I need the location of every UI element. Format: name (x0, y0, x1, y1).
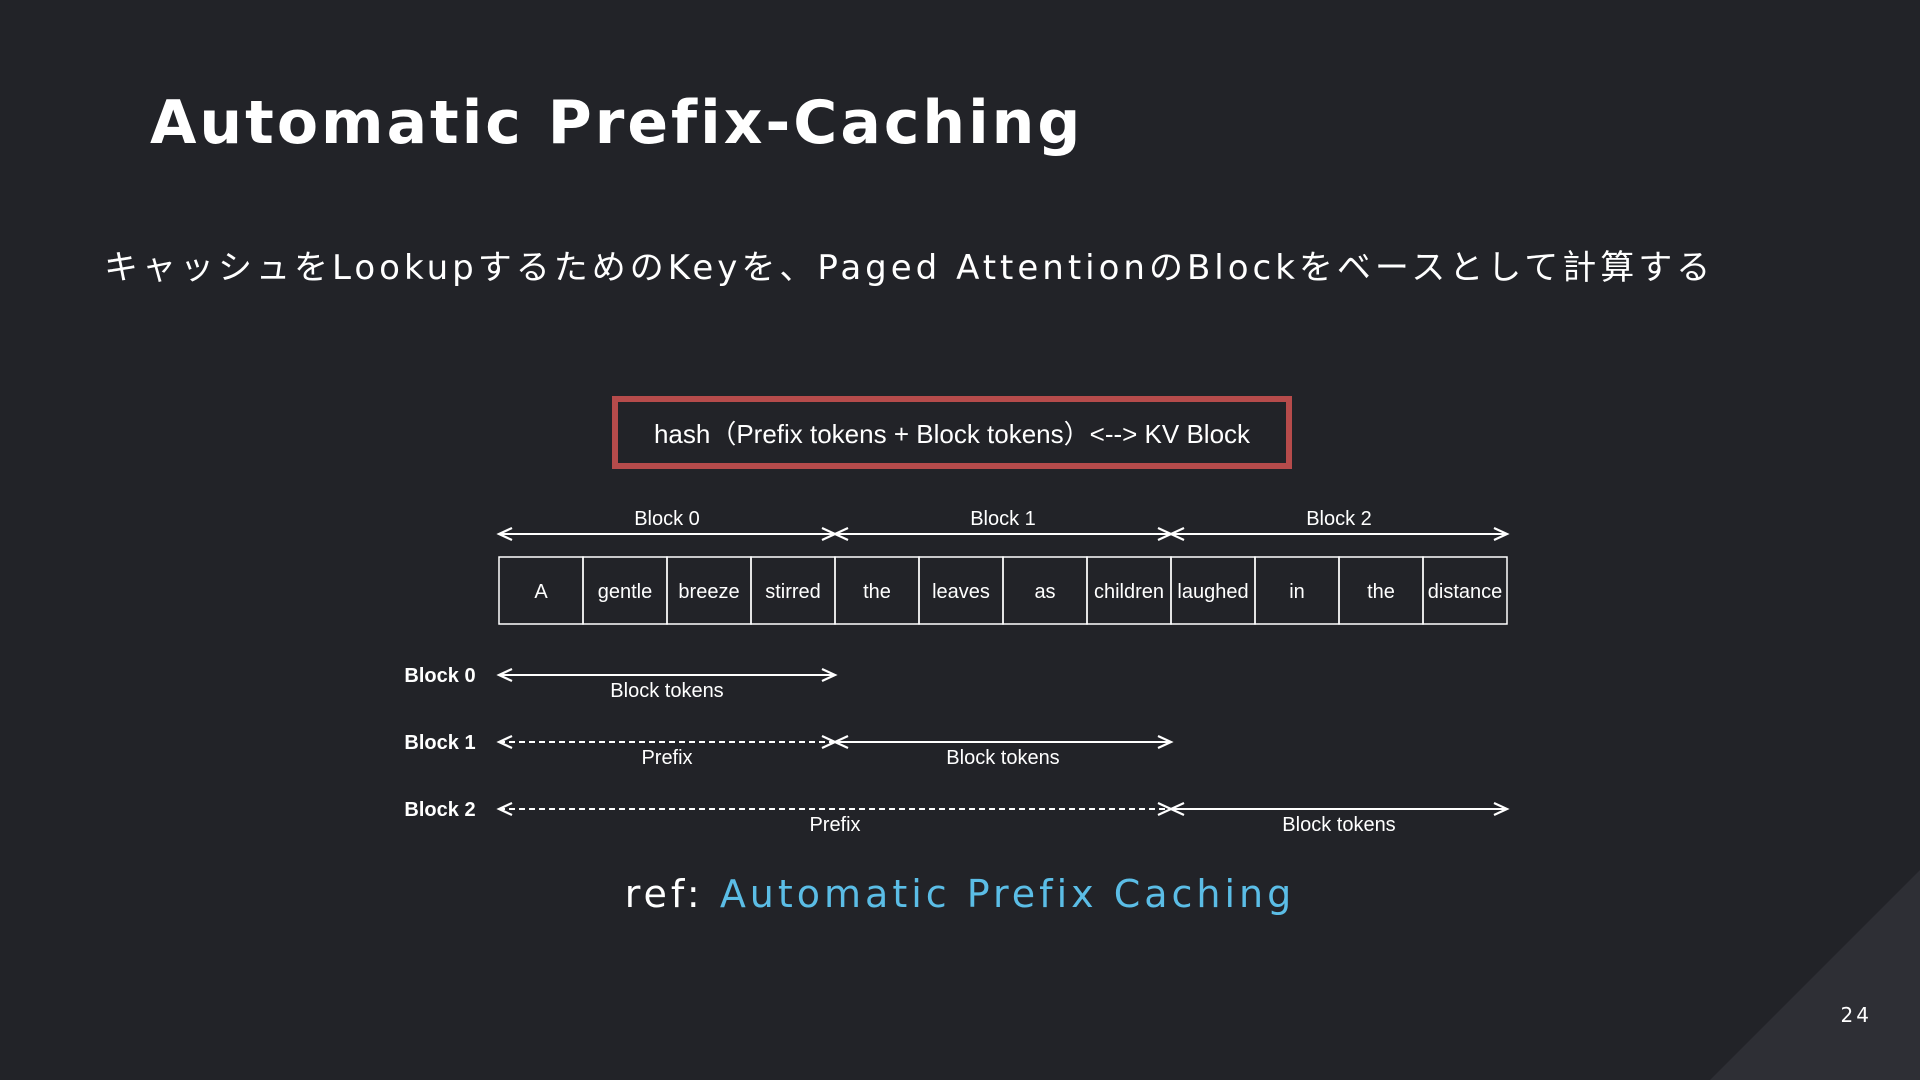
block-header-0-label: Block 0 (634, 508, 700, 530)
block-tokens-arrow-block-2-left-head (1168, 802, 1185, 816)
block-tokens-label-block-0: Block tokens (610, 680, 723, 702)
token-text-8: laughed (1177, 581, 1248, 603)
ref-prefix: ref: (624, 872, 720, 916)
reference: ref: Automatic Prefix Caching (0, 872, 1920, 916)
token-text-4: the (863, 581, 891, 603)
block-header-2-arrow (1168, 527, 1510, 541)
block-header-1-label: Block 1 (970, 508, 1036, 530)
block-tokens-arrow-block-1-left-head (832, 735, 849, 749)
block-tokens-label-block-1: Block tokens (946, 747, 1059, 769)
block-tokens-arrow-block-0-left-head (496, 668, 513, 682)
hash-formula-box (612, 396, 1292, 469)
slide-title: Automatic Prefix-Caching (150, 88, 1084, 158)
block-tokens-arrow-block-2 (1168, 802, 1510, 816)
block-headers: Block 0 Block 1 Block 2 (496, 508, 1510, 541)
block-tokens-arrow-block-1-right-head (1157, 735, 1174, 749)
token-text-1: gentle (598, 581, 653, 603)
token-cell-11 (1422, 556, 1508, 625)
block-header-2-arrow-left-head (1168, 527, 1185, 541)
block-tokens-arrow-block-0-right-head (821, 668, 838, 682)
block-tokens-arrow-block-2-right-head (1493, 802, 1510, 816)
page-number: 24 (1840, 1003, 1872, 1027)
token-text-0: A (534, 581, 548, 603)
block-header-2-label: Block 2 (1306, 508, 1372, 530)
token-text-2: breeze (678, 581, 739, 603)
token-text-6: as (1034, 581, 1055, 603)
token-text-3: stirred (765, 581, 821, 603)
token-text-9: in (1289, 581, 1305, 603)
token-text-10: the (1367, 581, 1395, 603)
block-tokens-label-block-2: Block tokens (1282, 814, 1395, 836)
block-tokens-arrow-block-1 (832, 735, 1174, 749)
prefix-label-block-2: Prefix (809, 814, 860, 836)
token-text-11: distance (1428, 581, 1503, 603)
row-label-block-1: Block 1 (404, 732, 475, 754)
slide-subtitle: キャッシュをLookupするためのKeyを、Paged AttentionのBl… (104, 248, 1715, 288)
row-label-block-2: Block 2 (404, 799, 475, 821)
corner-decoration (1710, 870, 1920, 1080)
token-text-5: leaves (932, 581, 990, 603)
ref-link[interactable]: Automatic Prefix Caching (719, 872, 1296, 916)
row-label-block-0: Block 0 (404, 665, 475, 687)
block-header-2-arrow-right-head (1493, 527, 1510, 541)
prefix-label-block-1: Prefix (641, 747, 692, 769)
block-header-0-arrow-left-head (496, 527, 513, 541)
prefix-arrow-block-2-left-head (496, 802, 513, 816)
block-header-1-arrow-left-head (832, 527, 849, 541)
token-text-7: children (1094, 581, 1164, 603)
block-tokens-arrow-block-0 (496, 668, 838, 682)
prefix-arrow-block-1-left-head (496, 735, 513, 749)
hash-formula-text: hash（Prefix tokens + Block tokens）<--> K… (654, 419, 1251, 449)
